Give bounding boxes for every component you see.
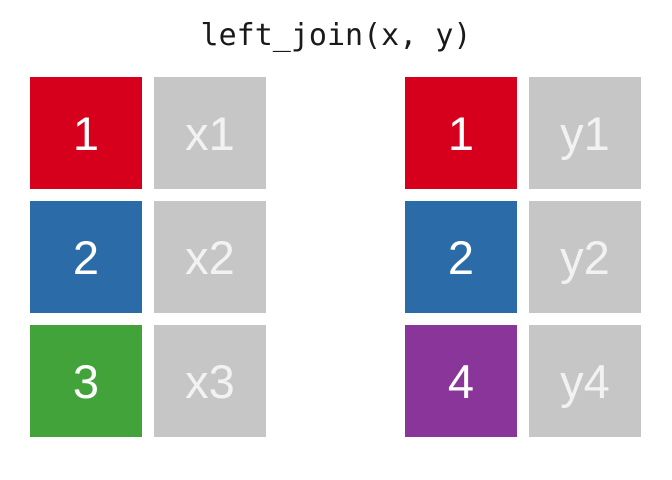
- diagram-title: left_join(x, y): [200, 18, 472, 53]
- table-y-row1-key-cell: 1: [405, 77, 517, 189]
- table-y-row2-key-cell: 2: [405, 201, 517, 313]
- table-y-row3-value-cell: y4: [529, 325, 641, 437]
- table-y-row2-value-cell: y2: [529, 201, 641, 313]
- table-y: 1 y1 2 y2 4 y4: [405, 77, 641, 437]
- table-x-row2-value-cell: x2: [154, 201, 266, 313]
- table-x-row2-key-cell: 2: [30, 201, 142, 313]
- table-x-row3-value-cell: x3: [154, 325, 266, 437]
- table-y-row1-value-cell: y1: [529, 77, 641, 189]
- table-x-row1-key-cell: 1: [30, 77, 142, 189]
- table-y-row3-key-cell: 4: [405, 325, 517, 437]
- table-x-row1-value-cell: x1: [154, 77, 266, 189]
- table-x-row3-key-cell: 3: [30, 325, 142, 437]
- table-x: 1 x1 2 x2 3 x3: [30, 77, 266, 437]
